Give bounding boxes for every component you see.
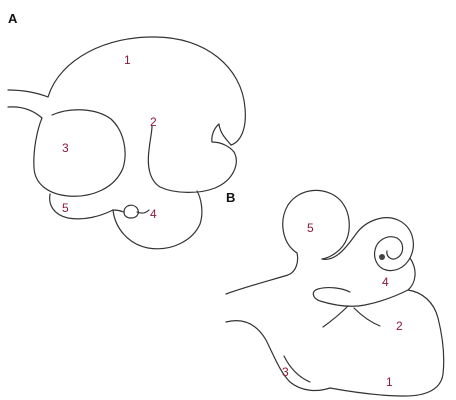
- panel-b: B 5 4 2 3 1: [226, 190, 444, 396]
- panel-a: A 1 2 3 4 5: [8, 11, 245, 249]
- panel-b-number-2: 2: [396, 319, 403, 333]
- panel-b-number-5: 5: [307, 221, 314, 235]
- panel-a-knob: [124, 205, 138, 218]
- panel-a-number-5: 5: [62, 201, 69, 215]
- panel-a-label: A: [8, 11, 18, 26]
- panel-b-region-4-outline: [322, 218, 413, 271]
- panel-b-dark-spot: [379, 254, 385, 260]
- panel-a-region-5-outline: [50, 194, 113, 219]
- panel-a-number-1: 1: [124, 53, 131, 67]
- panel-b-region-5-outline: [283, 190, 350, 259]
- panel-a-stalk: [8, 90, 48, 97]
- panel-b-spiral: [375, 237, 403, 270]
- panel-a-number-2: 2: [150, 115, 157, 129]
- panel-b-number-4: 4: [382, 275, 389, 289]
- panel-b-region-3-outline: [226, 321, 330, 391]
- panel-b-number-1: 1: [386, 375, 393, 389]
- panel-a-notch: [212, 124, 234, 152]
- panel-b-number-3: 3: [282, 365, 289, 379]
- panel-b-fold: [313, 288, 408, 307]
- panel-a-number-3: 3: [62, 141, 69, 155]
- panel-a-region-1-outline: [48, 37, 245, 145]
- panel-b-label: B: [226, 190, 235, 205]
- panel-a-number-4: 4: [150, 207, 157, 221]
- panel-b-stalk: [226, 253, 298, 294]
- panel-a-region-3-outline: [34, 110, 125, 196]
- panel-a-region-4-outline: [113, 191, 202, 249]
